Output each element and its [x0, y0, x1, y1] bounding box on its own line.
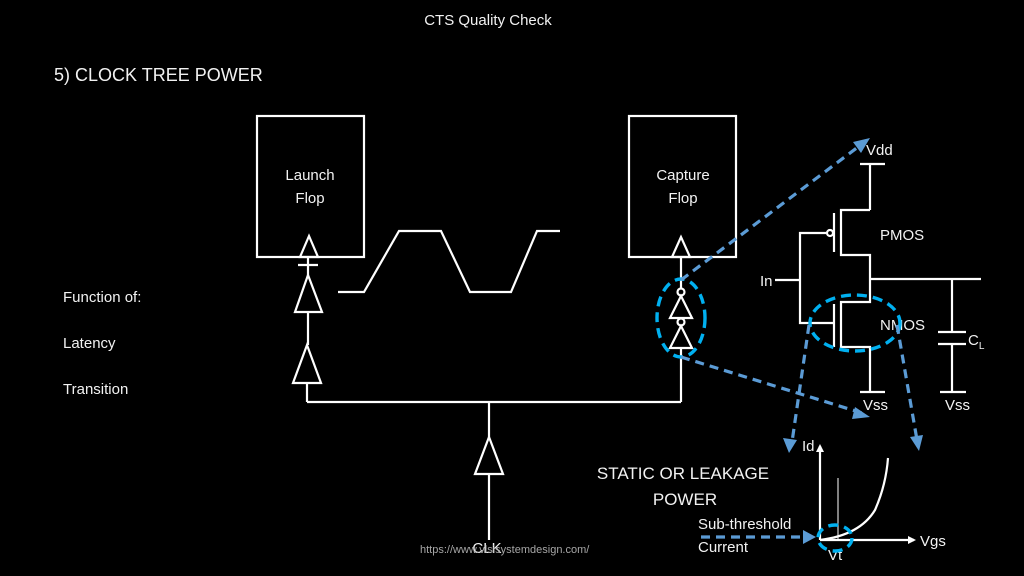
arrow-head-vdd-icon [853, 138, 870, 153]
capture-flop-label-1: Capture [656, 167, 709, 184]
clock-root: CLK [472, 402, 505, 557]
launch-flop-label-2: Flop [295, 190, 324, 207]
leakage-title-line2: POWER [653, 490, 717, 509]
launch-flop-label-1: Launch [285, 167, 334, 184]
arrow-head-vss-icon [852, 407, 870, 419]
capture-flop-label-2: Flop [668, 190, 697, 207]
arrow-head-right-icon [910, 435, 923, 451]
section-heading: 5) CLOCK TREE POWER [54, 65, 263, 85]
subthreshold-highlight-ellipse [816, 523, 854, 553]
capture-flop-box [627, 114, 738, 259]
launch-clock-pin-icon [298, 233, 320, 259]
launch-clock-path [291, 258, 681, 404]
load-cap-label: CL [968, 332, 985, 352]
arrow-nmos-right [895, 324, 919, 441]
inverter-1-icon [668, 293, 694, 320]
launch-buffer-2-icon [291, 341, 323, 385]
transition-label: Transition [63, 381, 129, 398]
vdd-label: Vdd [866, 142, 893, 159]
footer-url: https://www.vlsisystemdesign.com/ [420, 544, 590, 556]
callout-arrows [680, 138, 923, 544]
subthreshold-label-1: Sub-threshold [698, 516, 791, 533]
nmos-highlight-ellipse [808, 293, 902, 353]
id-vgs-graph: Id Vgs Vt [802, 438, 946, 564]
slide-title: CTS Quality Check [424, 12, 552, 29]
capture-clock-pin-icon [670, 234, 692, 259]
clock-waveform [338, 229, 560, 294]
nmos-label: NMOS [880, 317, 925, 334]
pmos-label: PMOS [880, 227, 924, 244]
vgs-axis-label: Vgs [920, 533, 946, 550]
launch-flop-box [255, 114, 366, 259]
arrow-nmos-left [790, 324, 811, 443]
function-of-label: Function of: [63, 289, 142, 306]
root-buffer-icon [473, 433, 505, 476]
arrow-to-vdd [680, 145, 859, 282]
launch-flop: Launch Flop [255, 114, 366, 259]
leakage-title-line1: STATIC OR LEAKAGE [597, 464, 769, 483]
arrow-head-left-icon [783, 438, 797, 453]
vss-cap-label: Vss [945, 397, 970, 414]
input-label: In [760, 273, 773, 290]
clk-label: CLK [472, 540, 501, 557]
capture-flop: Capture Flop [627, 114, 738, 259]
cmos-inverter: Vdd In PMOS NMOS CL Vss Vss [760, 142, 985, 414]
arrow-head-subthreshold-icon [803, 530, 816, 544]
id-vgs-curve [819, 457, 890, 542]
vss-nmos-label: Vss [863, 397, 888, 414]
arrow-to-vss [680, 355, 863, 415]
subthreshold-label-2: Current [698, 539, 749, 556]
pmos-bubble-icon [825, 228, 835, 238]
latency-label: Latency [63, 335, 116, 352]
id-axis-label: Id [802, 438, 815, 455]
launch-buffer-1-icon [293, 271, 324, 314]
inverter-2-icon [668, 323, 694, 350]
